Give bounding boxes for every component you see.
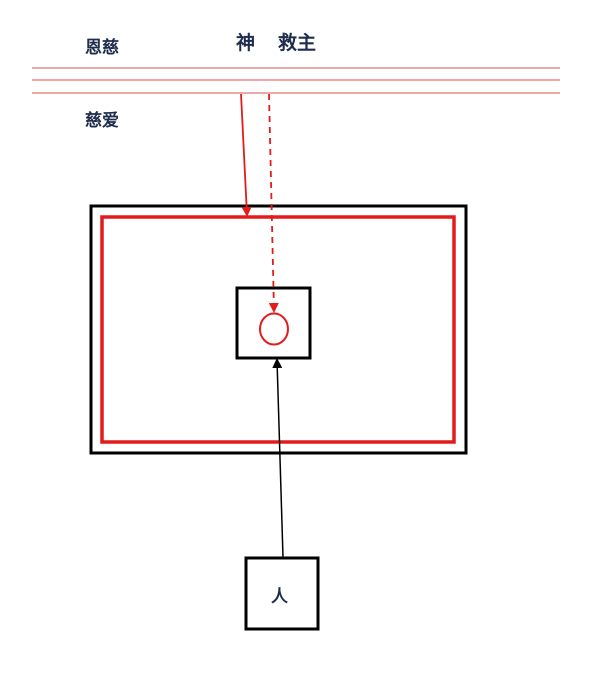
label-person: 人 bbox=[271, 587, 289, 607]
person-box bbox=[244, 556, 320, 631]
outer-frame bbox=[89, 204, 468, 455]
red-frame bbox=[100, 215, 456, 444]
black-arrow bbox=[272, 358, 284, 558]
label-savior: 救主 bbox=[278, 31, 316, 54]
label-god: 神 bbox=[236, 31, 255, 54]
inner-box bbox=[235, 286, 312, 360]
label-grace: 恩慈 bbox=[85, 37, 119, 58]
red-circle bbox=[259, 312, 289, 346]
red-dashed-arrow bbox=[268, 93, 279, 313]
red-solid-arrow bbox=[240, 93, 252, 217]
label-love: 慈爱 bbox=[85, 110, 119, 131]
